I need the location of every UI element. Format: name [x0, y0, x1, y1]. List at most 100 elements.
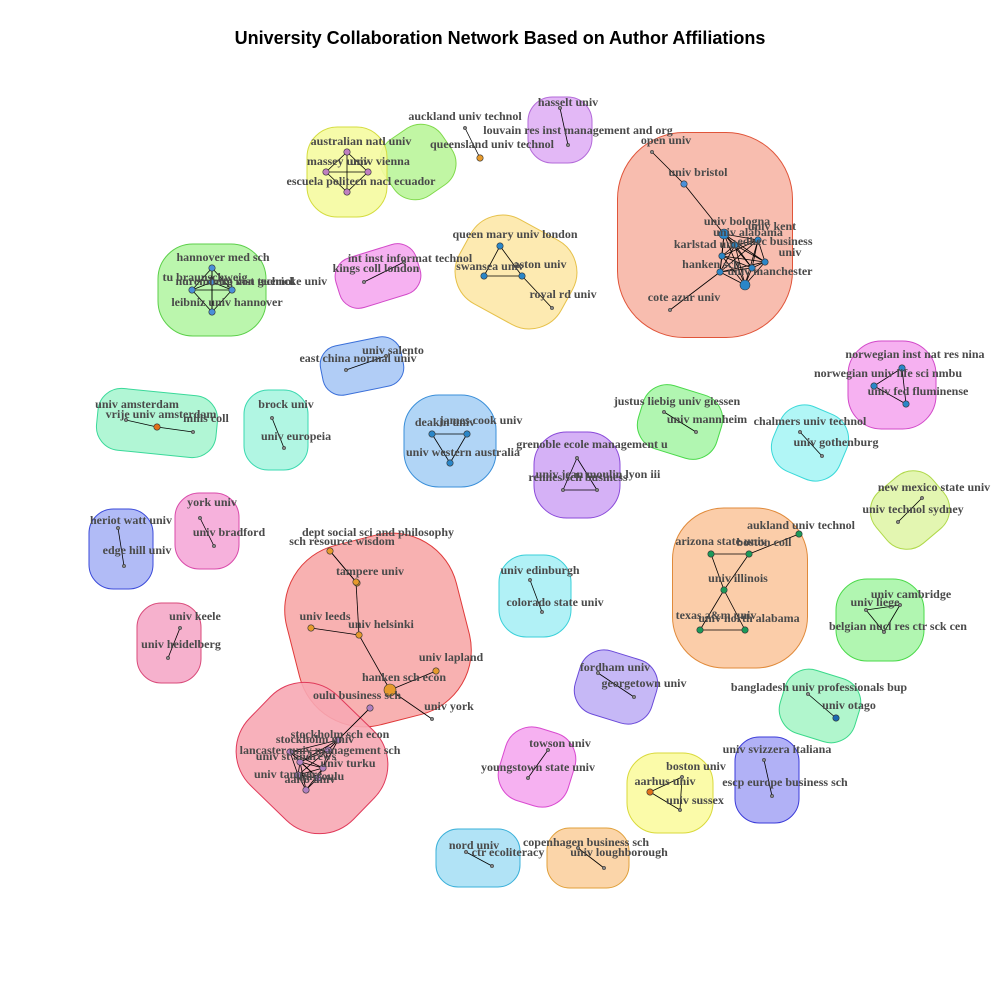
node-norwegian-inst-nat-res-nina[interactable]	[898, 364, 906, 372]
node-massey-univ[interactable]	[322, 168, 330, 176]
node-towson-univ[interactable]	[546, 748, 550, 752]
node-swansea-univ[interactable]	[480, 272, 488, 280]
node-colorado-state-univ[interactable]	[540, 610, 544, 614]
node-edhec-business[interactable]	[739, 279, 751, 291]
node-leibniz-univ-hannover[interactable]	[208, 278, 216, 286]
node-copenhagen-business-sch[interactable]	[576, 846, 580, 850]
node-tampere-univ[interactable]	[352, 578, 360, 586]
node-york-univ[interactable]	[198, 516, 202, 520]
node-cote-azur-univ[interactable]	[668, 308, 672, 312]
node-univ-europeia[interactable]	[282, 446, 286, 450]
node-rennes-sch-business[interactable]	[595, 488, 599, 492]
node-heriot-watt-univ[interactable]	[116, 526, 120, 530]
node-univ-st-andrews[interactable]	[296, 758, 304, 766]
node-univ-leeds[interactable]	[307, 624, 315, 632]
node-bangladesh-univ-professionals-bup[interactable]	[806, 692, 810, 696]
node-open-univ[interactable]	[650, 150, 654, 154]
node-univ-turku[interactable]	[319, 764, 327, 772]
node-stockholm-univ[interactable]	[324, 746, 332, 754]
node-univ-bradford[interactable]	[212, 544, 216, 548]
node-univ-technol-sydney[interactable]	[896, 520, 900, 524]
node-boston-coll[interactable]	[745, 550, 753, 558]
node-justus-liebig-univ-giessen[interactable]	[662, 410, 666, 414]
node-univ-sussex[interactable]	[678, 808, 682, 812]
node-vrije-univ-amsterdam[interactable]	[153, 423, 161, 431]
node-royal-rd-univ[interactable]	[550, 306, 554, 310]
node-univ-salento[interactable]	[384, 354, 388, 358]
node-univ-alabama[interactable]	[731, 241, 739, 249]
node-auckland-univ-technol[interactable]	[463, 126, 467, 130]
node-nord-univ[interactable]	[464, 850, 468, 854]
node-univ-illinois[interactable]	[720, 586, 728, 594]
node-hasselt-univ[interactable]	[558, 106, 562, 110]
node-univ-heidelberg[interactable]	[166, 656, 170, 660]
node-norwegian-univ-life-sci-nmbu[interactable]	[870, 382, 878, 390]
node-univ-cambridge[interactable]	[898, 603, 902, 607]
node-ctr-ecoliteracy[interactable]	[490, 864, 494, 868]
node-kings-coll-london[interactable]	[362, 280, 366, 284]
node-james-cook-univ[interactable]	[463, 430, 471, 438]
node-east-china-normal-univ[interactable]	[344, 368, 348, 372]
node-dept-social-sci-and-philosophy[interactable]	[326, 547, 334, 555]
node-karlstad-univ[interactable]	[718, 252, 726, 260]
node-univ-tampere[interactable]	[294, 771, 302, 779]
node-nuremberg-inst-technol[interactable]	[208, 308, 216, 316]
node-univ-oulu[interactable]	[314, 774, 322, 782]
node-mills-coll[interactable]	[191, 430, 195, 434]
node-univ-mannheim[interactable]	[694, 430, 698, 434]
node-new-mexico-state-univ[interactable]	[920, 496, 924, 500]
node-univ-amsterdam[interactable]	[124, 418, 128, 422]
node-escuela-politecn-nacl-ecuador[interactable]	[343, 188, 351, 196]
node-univ-helsinki[interactable]	[355, 631, 363, 639]
node-hanken-sch[interactable]	[716, 268, 724, 276]
node-belgian-nucl-res-ctr-sck-cen[interactable]	[882, 630, 886, 634]
node-univ-liege[interactable]	[864, 608, 868, 612]
node-texas-a-m-univ[interactable]	[696, 626, 704, 634]
node-univ-keele[interactable]	[178, 626, 182, 630]
node-aarhus-univ[interactable]	[646, 788, 654, 796]
node-int-inst-informat-technol[interactable]	[402, 260, 406, 264]
node-univ-lapland[interactable]	[432, 667, 440, 675]
node-tu-braunschweig[interactable]	[188, 286, 196, 294]
node-univ-svizzera-italiana[interactable]	[762, 758, 766, 762]
node-aston-univ[interactable]	[518, 272, 526, 280]
node-queensland-univ-technol[interactable]	[476, 154, 484, 162]
node-univ-otago[interactable]	[832, 714, 840, 722]
node-aalto-univ[interactable]	[302, 786, 310, 794]
node-univ-vienna[interactable]	[364, 168, 372, 176]
node-chalmers-univ-technol[interactable]	[798, 430, 802, 434]
node-stockholm-sch-econ[interactable]	[334, 736, 342, 744]
node-otto-von-guericke-univ[interactable]	[228, 286, 236, 294]
node-univ-gothenburg[interactable]	[820, 454, 824, 458]
node-edge-hill-univ[interactable]	[122, 564, 126, 568]
node-grenoble-ecole-management-u[interactable]	[575, 456, 579, 460]
node-brock-univ[interactable]	[270, 416, 274, 420]
node-univ-loughborough[interactable]	[602, 866, 606, 870]
node-univ-manchester[interactable]	[748, 264, 756, 272]
node-lancaster-univ-management-sch[interactable]	[286, 748, 294, 756]
node-louvain-res-inst-management-and-org[interactable]	[566, 143, 570, 147]
node-aukland-univ-technol[interactable]	[795, 530, 803, 538]
node-univ-western-australia[interactable]	[446, 459, 454, 467]
node-univ-kent[interactable]	[754, 236, 762, 244]
node-fordham-univ[interactable]	[596, 671, 600, 675]
node-queen-mary-univ-london[interactable]	[496, 242, 504, 250]
node-boston-univ[interactable]	[680, 775, 684, 779]
node-univ-bologna[interactable]	[718, 228, 730, 240]
node-univ-edinburgh[interactable]	[528, 578, 532, 582]
node-univ-york[interactable]	[430, 717, 434, 721]
node-hanken-sch-econ[interactable]	[383, 683, 397, 697]
node-hannover-med-sch[interactable]	[208, 264, 216, 272]
node-univ-bristol[interactable]	[680, 180, 688, 188]
node-univ-fed-fluminense[interactable]	[902, 400, 910, 408]
node-escp-europe-business-sch[interactable]	[770, 794, 774, 798]
node-georgetown-univ[interactable]	[632, 695, 636, 699]
node-univ-north-alabama[interactable]	[741, 626, 749, 634]
node-australian-natl-univ[interactable]	[343, 148, 351, 156]
node-univ[interactable]	[761, 258, 769, 266]
node-youngstown-state-univ[interactable]	[526, 776, 530, 780]
node-oulu-business-sch[interactable]	[366, 704, 374, 712]
node-univ-jean-moulin-lyon-iii[interactable]	[561, 488, 565, 492]
node-deakin-univ[interactable]	[428, 430, 436, 438]
node-arizona-state-univ[interactable]	[707, 550, 715, 558]
